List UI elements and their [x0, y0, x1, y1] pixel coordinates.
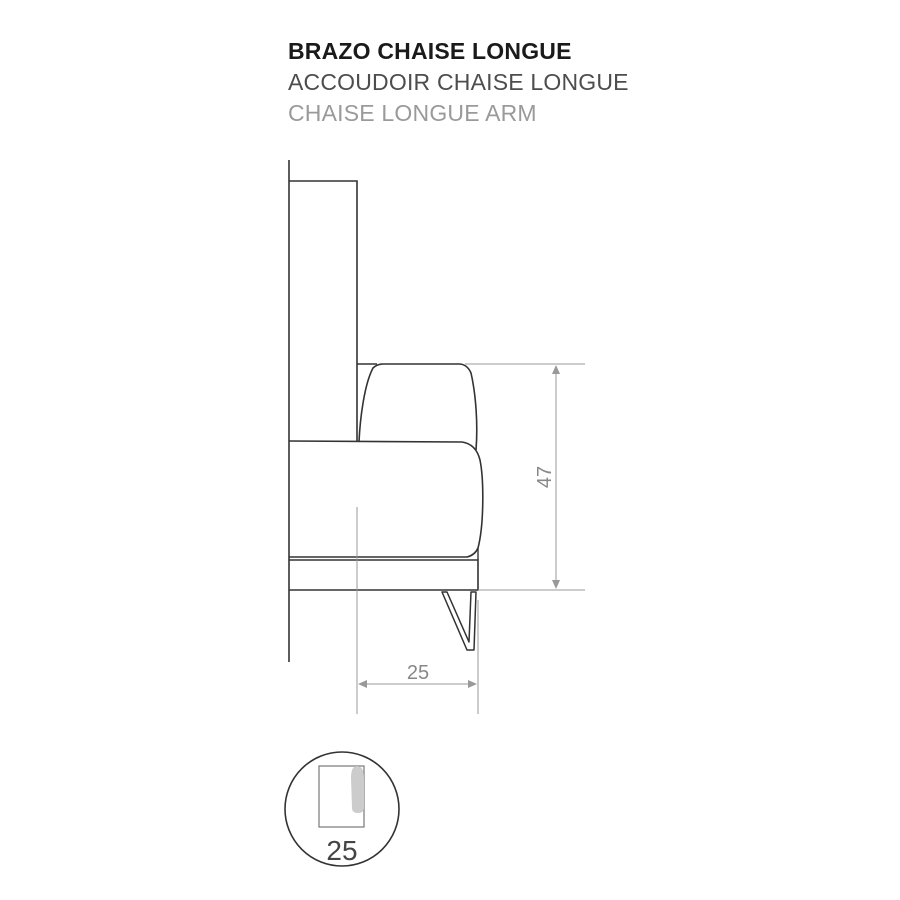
badge-arm-profile-icon: [351, 766, 364, 813]
depth-dimension-label: 25: [407, 662, 429, 684]
title-spanish: BRAZO CHAISE LONGUE: [288, 38, 572, 64]
badge-label: 25: [326, 835, 357, 866]
armrest-cushion-outline: [358, 363, 478, 451]
height-dimension-label: 47: [534, 466, 556, 488]
title-french: ACCOUDOIR CHAISE LONGUE: [288, 69, 629, 95]
height-arrow-bottom: [552, 580, 560, 589]
height-arrow-top: [552, 365, 560, 374]
seat-cushion-outline: [288, 440, 484, 558]
base-frame-outline: [289, 559, 479, 591]
backrest-outline: [289, 180, 358, 442]
depth-arrow-left: [358, 680, 367, 688]
leg-outline: [441, 591, 477, 651]
title-english: CHAISE LONGUE ARM: [288, 100, 537, 126]
arm-width-badge: 25: [284, 751, 400, 867]
depth-arrow-right: [468, 680, 477, 688]
title-block: BRAZO CHAISE LONGUE ACCOUDOIR CHAISE LON…: [288, 40, 629, 133]
